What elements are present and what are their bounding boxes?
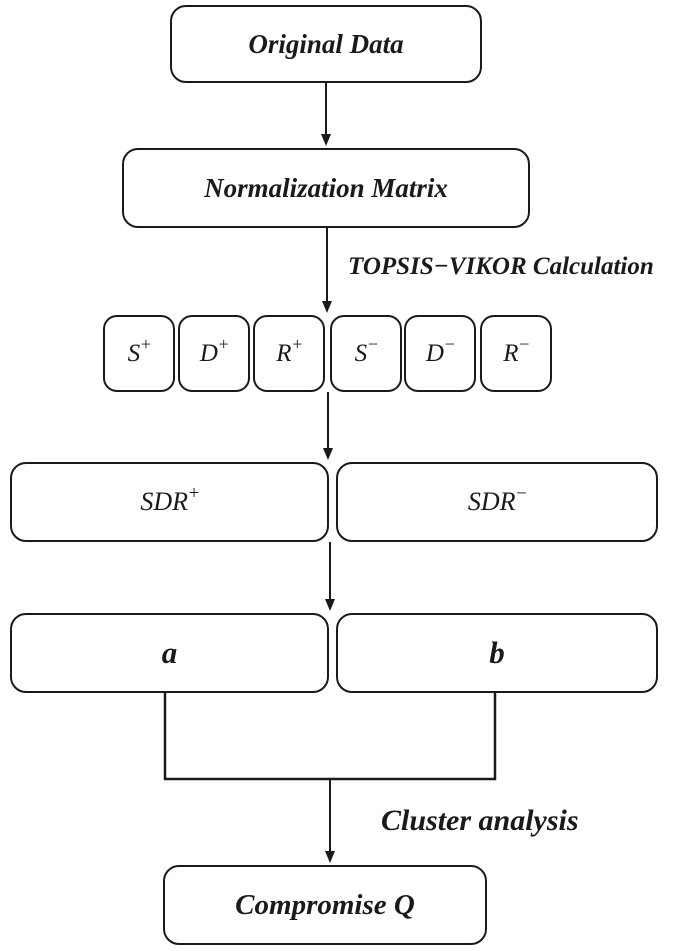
node-original-data: Original Data: [170, 5, 482, 83]
node-d-plus: D+: [178, 315, 250, 392]
node-a-label: a: [161, 635, 178, 670]
node-sdr-minus-label: SDR−: [467, 483, 527, 516]
node-r-plus-label: R+: [276, 334, 303, 367]
node-sdr-plus-label: SDR+: [140, 483, 200, 516]
edge-label-cluster-analysis: Cluster analysis: [381, 804, 579, 837]
node-compromise-q-label: Compromise Q: [235, 888, 415, 921]
node-s-minus-label: S−: [354, 334, 379, 367]
edge-label-topsis-vikor-calculation: TOPSIS−VIKOR Calculation: [348, 253, 654, 280]
node-original-data-label: Original Data: [248, 28, 404, 59]
node-b: b: [336, 613, 658, 693]
node-b-label: b: [489, 635, 505, 670]
node-r-minus: R−: [480, 315, 552, 392]
node-normalization-matrix-label: Normalization Matrix: [204, 172, 448, 203]
connector-ab-merge: [163, 693, 497, 781]
node-r-plus: R+: [253, 315, 325, 392]
node-s-minus: S−: [330, 315, 402, 392]
node-d-minus-label: D−: [425, 334, 455, 367]
node-d-plus-label: D+: [199, 334, 229, 367]
node-compromise-q: Compromise Q: [163, 865, 487, 945]
node-sdr-minus: SDR−: [336, 462, 658, 542]
node-a: a: [10, 613, 329, 693]
node-d-minus: D−: [404, 315, 476, 392]
node-sdr-plus: SDR+: [10, 462, 329, 542]
node-s-plus: S+: [103, 315, 175, 392]
node-r-minus-label: R−: [503, 334, 530, 367]
node-normalization-matrix: Normalization Matrix: [122, 148, 530, 228]
node-s-plus-label: S+: [127, 334, 152, 367]
